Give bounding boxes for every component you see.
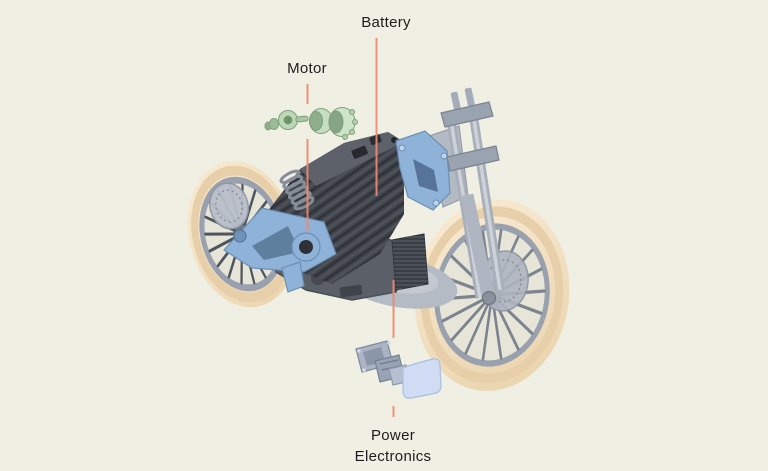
motor-label: Motor (287, 60, 327, 77)
rear-axle (233, 229, 247, 243)
front-frame-bracket (395, 130, 451, 211)
top-triple-clamp (440, 101, 494, 128)
battery-label: Battery (361, 14, 411, 31)
battery-top-face (300, 132, 404, 186)
motor-shaft (295, 115, 309, 123)
rear-brake-disc (208, 182, 250, 230)
lower-triple-clamp (446, 145, 500, 172)
handlebar-riser (464, 87, 475, 107)
radiator (391, 233, 429, 291)
swingarm-cutout (252, 226, 300, 260)
chain-guard (281, 261, 305, 293)
front-fork (440, 87, 505, 306)
front-axle (481, 290, 497, 306)
shock-spring (279, 169, 315, 211)
handlebar-riser (450, 91, 461, 111)
power-electronics-label: Power Electronics (354, 427, 432, 465)
pe-cover (402, 358, 442, 399)
fork-lower-leg (460, 193, 496, 301)
power-electronics-assembly (355, 340, 442, 399)
motor-assembly (264, 107, 358, 140)
